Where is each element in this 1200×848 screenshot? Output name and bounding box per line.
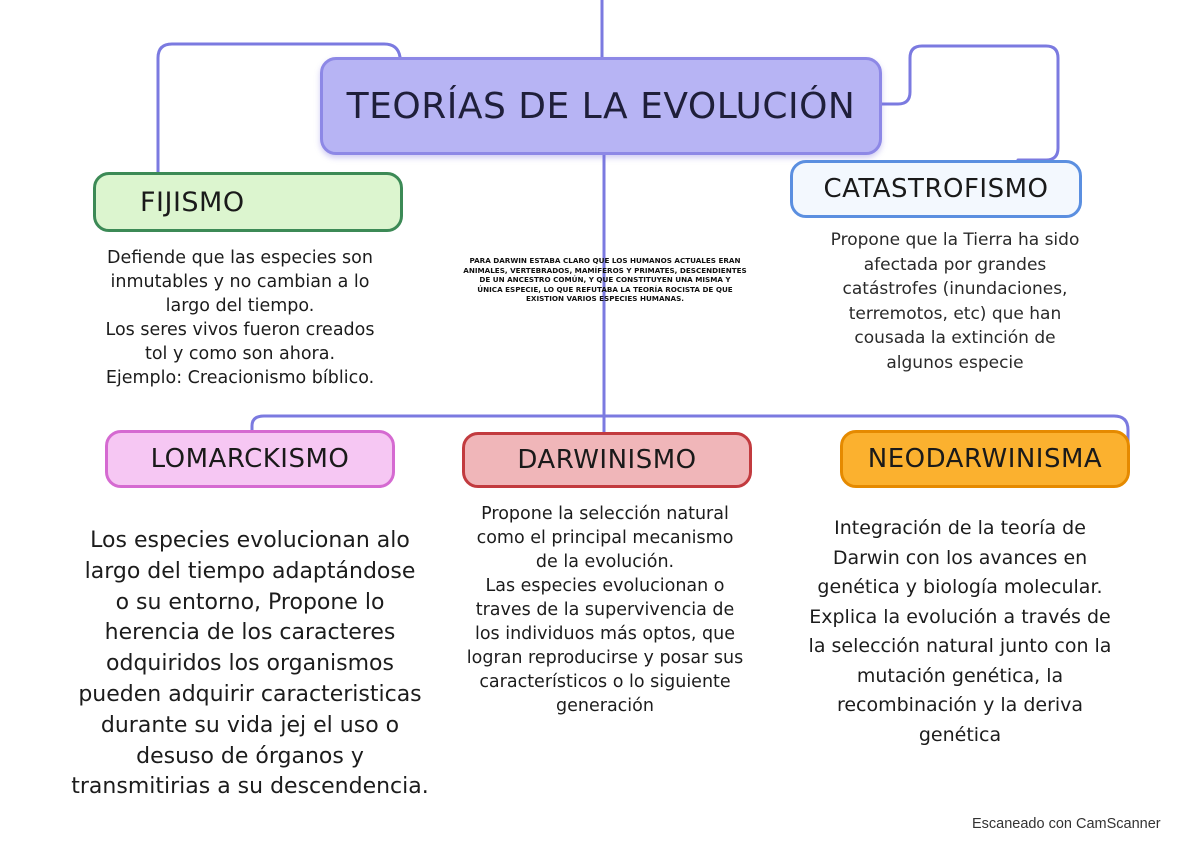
catastrofismo-line: catástrofes (inundaciones, [842,279,1068,299]
darwinismo-line: como el principal mecanismo [476,528,734,548]
connector-catastrofismo [880,44,1060,162]
catastrofismo-line: terremotos, etc) que han [848,303,1062,324]
node-darwinismo: DARWINISMO [462,432,752,488]
lamarckismo-line: desuso de órganos y [136,743,364,769]
fijismo-description: Defiende que las especies son inmutables… [70,246,410,390]
lamarckismo-line: Los especies evolucionan alo [90,528,410,553]
catastrofismo-label: CATASTROFISMO [823,174,1049,204]
lamarckismo-line: durante su vida jej el uso o [100,712,400,738]
darwinismo-line: Las especies evolucionan o [485,576,725,596]
neodarwinismo-line: mutación genética, la [856,664,1064,687]
title-label: TEORÍAS DE LA EVOLUCIÓN [346,85,856,127]
fijismo-line: Los seres vivos fueron creados [105,320,375,340]
darwinismo-line: logran reproducirse y posar sus [466,648,744,668]
node-fijismo: FIJISMO [93,172,403,232]
note-line: EXISTION VARIOS ESPECIES HUMANAS. [526,294,684,303]
darwinismo-line: de la evolución. [535,552,675,572]
fijismo-label: FIJISMO [140,186,245,218]
lamarckismo-line: transmitirias a su descendencia. [71,774,429,800]
lamarckismo-line: largo del tiempo adaptándose [84,558,416,584]
neodarwinismo-line: Darwin con los avances en [832,546,1088,569]
lamarckismo-description: Los especies evolucionan alo largo del t… [50,526,450,803]
note-line: ÚNICA ESPECIE, LO QUE REFUTABA LA TEORÍA… [477,284,733,294]
note-line: DE UN ANCESTRO COMÚN, Y QUE CONSTITUYEN … [479,275,731,284]
fijismo-line: inmutables y no cambian a lo [110,272,370,292]
fijismo-line: largo del tiempo. [165,296,315,316]
neodarwinismo-line: la selección natural junto con la [808,635,1112,657]
lamarckismo-line: herencia de los caracteres [104,620,396,646]
lamarckismo-line: pueden adquirir caracteristicas [78,681,422,707]
neodarwinismo-label: NEODARWINISMA [867,444,1103,474]
lamarckismo-line: odquiridos los organismos [106,651,394,677]
catastrofismo-line: Propone que la Tierra ha sido [830,230,1080,250]
darwinismo-description: Propone la selección natural como el pri… [440,502,770,718]
neodarwinismo-line: Integración de la teoría de [834,517,1086,539]
connector-fijismo [156,42,402,174]
fijismo-line: Ejemplo: Creacionismo bíblico. [105,368,375,388]
darwinismo-line: los individuos más optos, que [474,624,736,644]
neodarwinismo-line: genética y biología molecular. [817,576,1103,598]
darwinismo-line: característicos o lo siguiente [479,672,731,692]
darwinismo-line: traves de la supervivencia de [475,600,735,620]
scanner-watermark: Escaneado con CamScanner [972,816,1161,832]
neodarwinismo-line: Explica la evolución a través de [809,605,1111,628]
node-neodarwinismo: NEODARWINISMA [840,430,1130,488]
darwinismo-line: Propone la selección natural [481,504,729,524]
neodarwinismo-description: Integración de la teoría de Darwin con l… [780,514,1140,750]
fijismo-line: tol y como son ahora. [144,344,336,364]
note-line: ANIMALES, VERTEBRADOS, MAMÍFEROS Y PRIMA… [463,265,747,275]
darwin-note: PARA DARWIN ESTABA CLARO QUE LOS HUMANOS… [455,256,755,304]
darwinismo-label: DARWINISMO [517,445,697,475]
node-catastrofismo: CATASTROFISMO [790,160,1082,218]
lamarckismo-label: LOMARCKISMO [150,444,350,474]
neodarwinismo-line: genética [918,723,1002,746]
connector-horizontal [250,414,1130,460]
fijismo-line: Defiende que las especies son [107,248,373,268]
catastrofismo-line: algunos especie [886,352,1024,373]
node-lamarckismo: LOMARCKISMO [105,430,395,488]
lamarckismo-line: o su entorno, Propone lo [115,589,385,615]
note-line: PARA DARWIN ESTABA CLARO QUE LOS HUMANOS… [469,256,741,265]
neodarwinismo-line: recombinación y la deriva [836,694,1084,716]
catastrofismo-line: cousada la extinción de [854,328,1056,348]
darwinismo-line: generación [556,696,654,716]
title-node: TEORÍAS DE LA EVOLUCIÓN [320,57,882,155]
catastrofismo-line: afectada por grandes [863,254,1047,275]
catastrofismo-description: Propone que la Tierra ha sido afectada p… [790,228,1120,375]
